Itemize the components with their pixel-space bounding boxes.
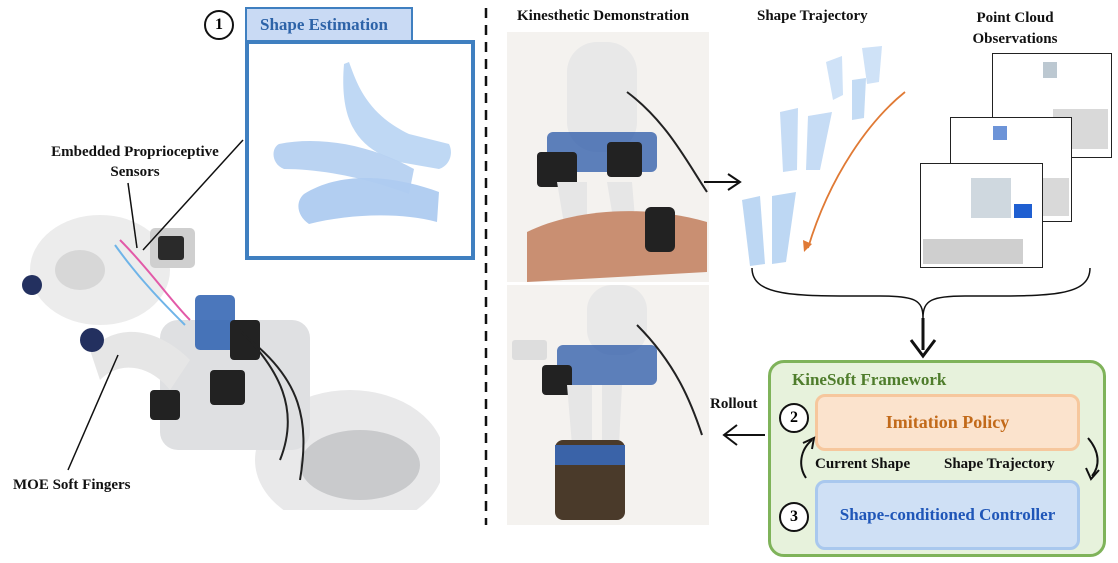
point-cloud-frame-1	[920, 163, 1043, 268]
embedded-sensors-label: Embedded Proprioceptive Sensors	[51, 144, 219, 180]
rollout-illustration	[512, 285, 703, 520]
step-3-badge: 3	[779, 502, 809, 532]
step-2-badge: 2	[779, 403, 809, 433]
shape-trajectory-label: Shape Trajectory	[944, 456, 1055, 472]
moe-soft-fingers-label: MOE Soft Fingers	[13, 477, 131, 493]
shape-trajectory-header: Shape Trajectory	[757, 8, 868, 24]
estimated-finger-shapes	[273, 62, 451, 224]
point-cloud-header: Point Cloud Observations	[972, 10, 1058, 47]
step-1-badge: 1	[204, 10, 234, 40]
imitation-policy-label: Imitation Policy	[885, 412, 1010, 432]
controller-label: Shape-conditioned Controller	[839, 505, 1056, 524]
demo-photo	[507, 32, 709, 282]
shape-estimation-tab: Shape Estimation	[245, 7, 413, 41]
kinesthetic-demo-header: Kinesthetic Demonstration	[517, 8, 690, 24]
rollout-label: Rollout	[710, 396, 758, 412]
imitation-policy-box: Imitation Policy	[815, 394, 1080, 451]
kinesoft-framework-title: KineSoft Framework	[792, 370, 947, 389]
demo-illustration	[527, 42, 708, 282]
shape-estimation-title: Shape Estimation	[260, 15, 388, 34]
robot-hand-illustration	[22, 215, 440, 510]
rollout-photo	[507, 285, 709, 525]
shape-conditioned-controller-box: Shape-conditioned Controller	[815, 480, 1080, 550]
shape-estimation-panel	[245, 40, 475, 260]
current-shape-label: Current Shape	[815, 456, 911, 472]
